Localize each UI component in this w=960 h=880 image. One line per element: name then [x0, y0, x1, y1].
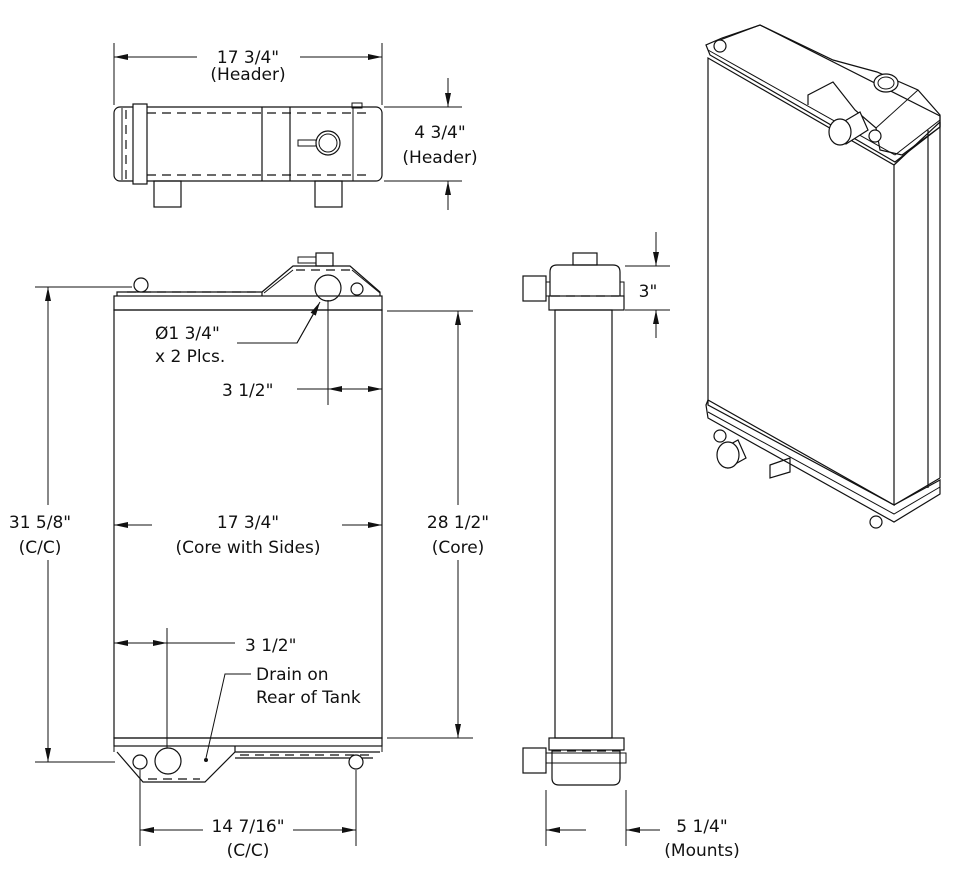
- isometric-view: [705, 24, 941, 529]
- header-width-value: 17 3/4": [217, 48, 279, 68]
- drain-icon: [204, 758, 208, 762]
- core-height-value: 28 1/2": [427, 513, 489, 533]
- drain-note-line1: Drain on: [256, 665, 329, 685]
- mount-depth-label: (Mounts): [664, 841, 739, 861]
- side-view: 3" 5 1/4" (Mounts): [522, 232, 740, 861]
- filler-cap-icon: [315, 130, 341, 156]
- tank-height: 3": [639, 282, 658, 302]
- port-quantity: x 2 Plcs.: [155, 347, 225, 367]
- drain-note-line2: Rear of Tank: [256, 688, 361, 708]
- overall-height-value: 31 5/8": [9, 513, 71, 533]
- header-depth-value: 4 3/4": [414, 123, 465, 143]
- bottom-port-offset: 3 1/2": [245, 636, 296, 656]
- top-port-offset: 3 1/2": [222, 381, 273, 401]
- mount-spacing-label: (C/C): [227, 841, 270, 861]
- top-view: 17 3/4" (Header) 4 3/4" (Header): [113, 43, 478, 210]
- header-width-label: (Header): [210, 65, 285, 85]
- core-width-label: (Core with Sides): [175, 538, 320, 558]
- overall-height-label: (C/C): [19, 538, 62, 558]
- lower-mount: [348, 754, 364, 770]
- lower-port: [154, 747, 182, 775]
- front-view: 31 5/8" (C/C) 28 1/2" (Core) 17 3/4" (Co…: [9, 252, 489, 861]
- core-width-value: 17 3/4": [217, 513, 279, 533]
- port-diameter: Ø1 3/4": [155, 324, 220, 344]
- upper-mount: [133, 277, 149, 293]
- upper-port: [314, 274, 342, 302]
- mount-depth-value: 5 1/4": [676, 817, 727, 837]
- core-height-label: (Core): [432, 538, 485, 558]
- mount-spacing-value: 14 7/16": [211, 817, 284, 837]
- header-depth-label: (Header): [402, 148, 477, 168]
